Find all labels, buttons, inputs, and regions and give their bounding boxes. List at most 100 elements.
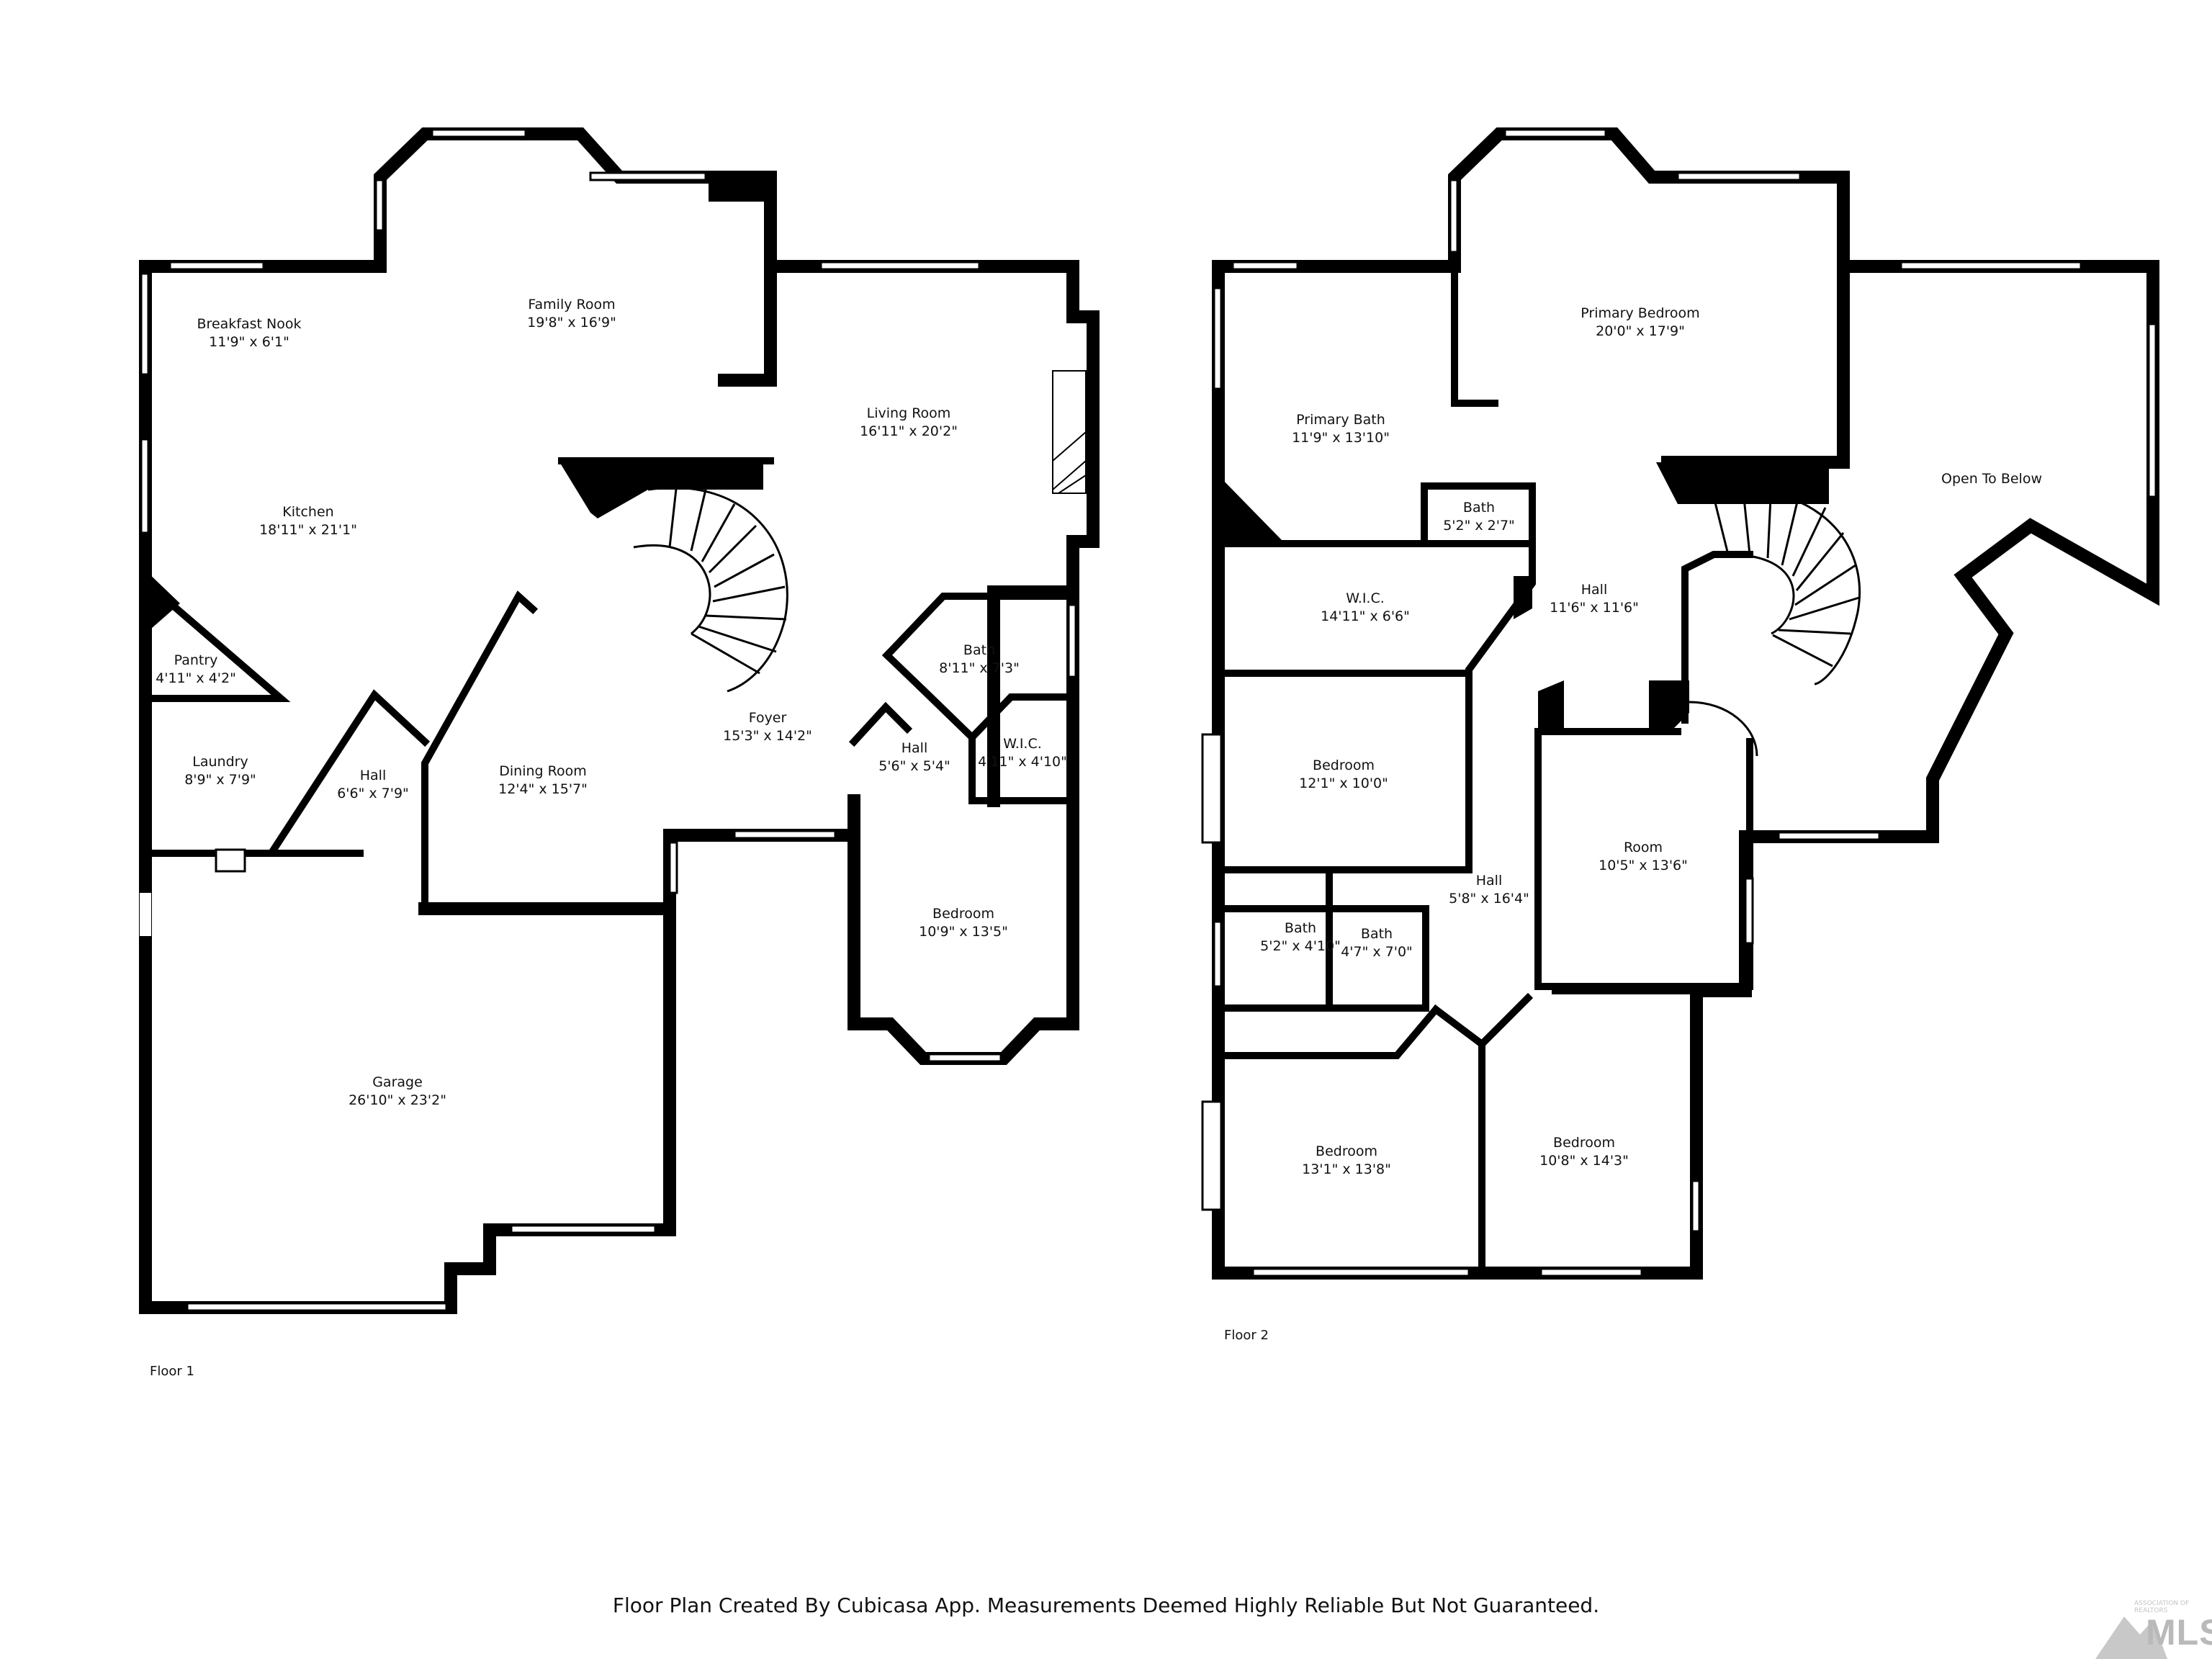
floor-1-hall-wall [269,689,431,855]
room-name: W.I.C. [1346,590,1385,606]
room-name: Hall [1475,873,1503,889]
room-name: Bedroom [1313,757,1375,773]
room-dimensions: 18'11" x 21'1" [259,522,357,538]
room-dimensions: 8'9" x 7'9" [184,772,256,788]
floor-2-spiral-stair-outer [1684,488,1861,685]
room-dimensions: 15'3" x 14'2" [723,728,812,744]
room-dimensions: 4'11" x 4'2" [156,670,236,686]
room-name: Bath [1360,926,1393,942]
room-name: Bedroom [1553,1135,1615,1151]
floor-1-stair-mass [559,461,763,518]
room-name: W.I.C. [1003,736,1042,752]
floor-2-hall-wall [1431,992,1534,1049]
floor-1-label: Floor 1 [150,1364,194,1379]
room-dimensions: 5'8" x 16'4" [1449,891,1529,907]
floor-2-plan [1201,127,2159,1280]
room-name: Bath [963,642,996,658]
room-dimensions: 5'2" x 2'7" [1443,518,1515,534]
room-name: Open To Below [1941,471,2042,487]
floor-2-windows [1201,128,2157,1277]
footer-disclaimer: Floor Plan Created By Cubicasa App. Meas… [612,1593,1600,1617]
fireplace-hatch [1052,431,1087,462]
floor-2-stair-mass [1656,462,1829,504]
floor-1-hall-wic-wall [848,701,913,747]
room-name: Family Room [528,297,616,313]
floor-1-exterior-wall [139,260,676,1314]
room-name: Dining Room [499,763,587,779]
floor-1-bath-wall [881,593,1076,661]
room-dimensions: 26'10" x 23'2" [349,1092,446,1108]
floor-2-stair-rail [1681,551,1753,724]
room-dimensions: 16'11" x 20'2" [860,423,958,439]
mls-logo-text: MLS [2146,1612,2212,1653]
floor-2-bath-corner [1218,475,1282,540]
floor-1-foyer-south-wall [663,829,860,915]
room-name: Laundry [192,754,248,770]
floor-1-dining-wall [421,590,539,912]
room-name: Bath [1284,920,1317,936]
room-dimensions: 5'2" x 4'10" [1260,938,1341,954]
floor-1-pantry-wall [140,576,291,702]
fireplace-hatch [1058,475,1087,494]
floor-2-bath-wall [1215,905,1429,1012]
room-dimensions: 11'9" x 6'1" [209,334,289,350]
floor-2-room-post [1649,680,1689,732]
floor-1-spiral-stair-outer [647,486,788,693]
floor-1-plan [139,127,1100,1314]
room-name: Room [1623,840,1663,855]
floor-2-room-curve [1689,701,1758,757]
room-dimensions: 10'8" x 14'3" [1539,1153,1629,1169]
room-dimensions: 10'5" x 13'6" [1599,858,1688,873]
floor-2-hall-post [1538,680,1564,732]
floor-1-exterior-wall-east [764,260,1100,807]
mls-logo-mark [2095,1617,2167,1659]
room-name: Pantry [174,652,218,668]
room-dimensions: 19'8" x 16'9" [527,315,616,331]
room-name: Primary Bedroom [1581,305,1700,321]
floor-2-bath-small [1421,482,1536,547]
room-name: Bedroom [932,906,994,922]
floor-2-room-wall [1534,728,1753,990]
room-dimensions: 11'9" x 13'10" [1292,430,1390,446]
room-name: Garage [372,1074,423,1090]
room-dimensions: 11'6" x 11'6" [1550,600,1639,616]
floor-2-label: Floor 2 [1224,1328,1269,1343]
room-name: Hall [1581,582,1608,598]
floor-1-spiral-stair-inner [633,544,711,635]
room-name: Primary Bath [1296,412,1385,428]
mls-logo-small-text: ASSOCIATION OF REALTORS [2134,1600,2190,1614]
room-dimensions: 13'1" x 13'8" [1302,1161,1391,1177]
room-dimensions: 6'6" x 7'9" [337,786,409,801]
room-dimensions: 8'11" x 7'3" [939,660,1020,676]
room-name: Foyer [748,710,787,726]
room-name: Hall [359,768,387,783]
room-dimensions: 10'9" x 13'5" [919,924,1008,940]
room-name: Living Room [866,405,951,421]
floor-2-stair-treads [1712,482,1860,667]
room-name: Breakfast Nook [197,316,302,332]
floor-1-wic-wall [968,734,1076,804]
floor-2-primary-bed-wall [1451,263,1498,407]
floor-2-bath-wall-2 [1326,866,1429,1012]
floor-2-spiral-stair-inner [1727,553,1795,635]
room-dimensions: 5'6" x 5'4" [878,758,950,774]
floor-2-bedroom-3-wall [1215,1004,1442,1059]
floor-1-exterior-wall-north [374,127,777,387]
floor-1-family-corner [709,173,770,202]
floor-2-exterior-wall-north [1448,127,1850,469]
room-dimensions: 4'11" x 4'10" [978,754,1067,770]
room-dimensions: 4'7" x 7'0" [1341,944,1413,960]
room-dimensions: 12'1" x 10'0" [1299,775,1388,791]
floor-1-stair-treads [668,482,787,675]
room-name: Hall [901,740,928,756]
room-name: Bedroom [1316,1143,1377,1159]
room-name: Kitchen [282,504,334,520]
room-name: Bath [1462,500,1496,516]
floor-1-kitchen-corner [145,570,180,634]
room-dimensions: 14'11" x 6'6" [1321,608,1410,624]
fireplace-hatch [1052,460,1087,490]
room-dimensions: 12'4" x 15'7" [498,781,588,797]
floor-2-hall-wall-block [1514,576,1532,619]
room-dimensions: 20'0" x 17'9" [1596,323,1685,339]
